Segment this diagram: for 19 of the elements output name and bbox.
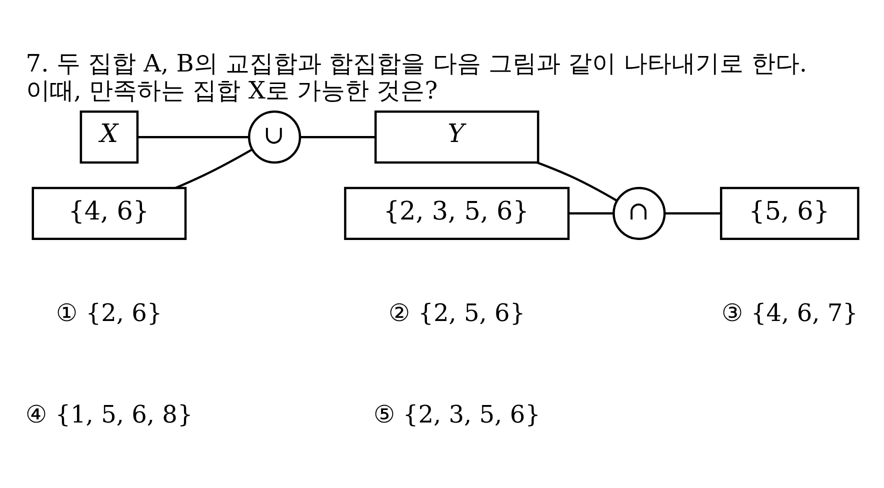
label: ② {2, 5, 6} [388, 298, 526, 326]
connector [175, 148, 253, 188]
connector [138, 135, 250, 138]
connector [536, 161, 618, 202]
label: ③ {4, 6, 7} [721, 298, 858, 326]
node-box: {4, 6} [32, 186, 187, 240]
connector [568, 212, 614, 214]
connector [300, 135, 376, 138]
node-box: {5, 6} [720, 186, 860, 240]
label: ⑤ {2, 3, 5, 6} [373, 400, 540, 428]
node-box: Y [374, 110, 540, 164]
node-box: X [80, 110, 139, 164]
node-box: {2, 3, 5, 6} [344, 186, 570, 240]
connector [664, 212, 722, 214]
node-circle: ∩ [612, 186, 666, 240]
label: ① {2, 6} [56, 298, 162, 326]
node-circle: ∪ [248, 110, 302, 164]
diagram-title: 7. 두 집합 A, B의 교집합과 합집합을 다음 그림과 같이 나타내기로 한다. 이때, 만족하는 집합 X로 가능한 것은? [26, 49, 807, 104]
label: ④ {1, 5, 6, 8} [26, 400, 193, 428]
